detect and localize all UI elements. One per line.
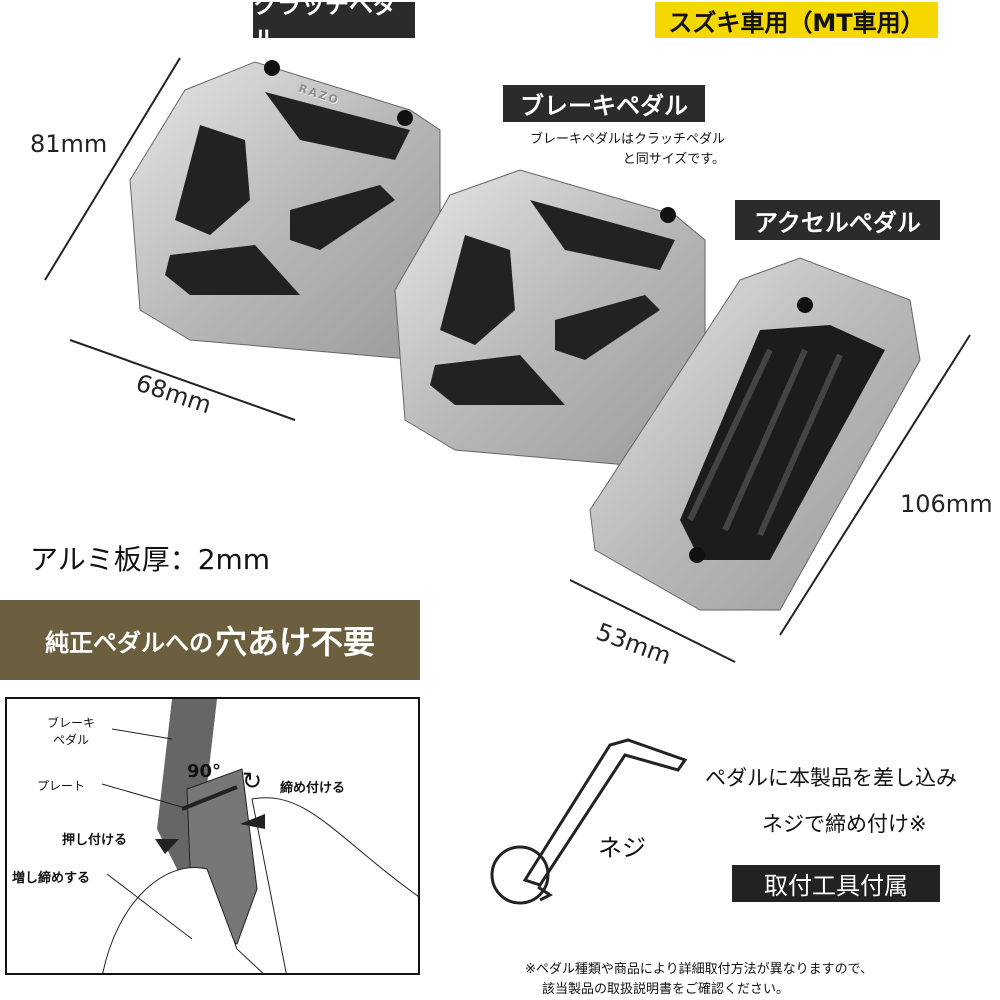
footnote-line: 該当製品の取扱説明書をご確認ください。 xyxy=(542,982,790,997)
tighten-callout: 締め付ける xyxy=(280,781,346,796)
accel-label: アクセルペダル xyxy=(735,200,940,240)
accel-height: 106mm xyxy=(900,490,993,518)
clutch-pedal-image xyxy=(129,60,441,361)
vehicle-badge: スズキ車用（MT車用） xyxy=(655,2,938,38)
install-line-1: ペダルに本製品を差し込み xyxy=(705,766,957,790)
brake-pedal-image xyxy=(394,169,706,471)
pedal-clamp-illustration xyxy=(101,699,418,973)
rotate-icon: ↻ xyxy=(242,767,263,795)
install-line-2: ネジで締め付け※ xyxy=(762,812,927,836)
retighten-callout: 増し締めする xyxy=(12,871,91,886)
angle-label: 90° xyxy=(187,761,222,782)
brake-note: ブレーキペダルはクラッチペダル と同サイズです。 xyxy=(500,130,725,170)
brake-pedal-callout: ブレーキ ペダル xyxy=(47,716,96,747)
accelerator-pedal-image xyxy=(589,257,921,611)
banner-emphasis: 穴あけ不要 xyxy=(214,623,375,661)
clutch-height: 81mm xyxy=(30,130,108,158)
banner-text: 純正ペダルへの xyxy=(44,628,213,657)
footnote-line: ※ペダル種類や商品により詳細取付方法が異なりますので、 xyxy=(525,962,874,977)
screw-label: ネジ xyxy=(598,834,646,862)
plate-callout: プレート xyxy=(37,779,86,793)
thickness-text: アルミ板厚：2mm xyxy=(30,543,271,576)
brake-note-line: ブレーキペダルはクラッチペダル xyxy=(529,132,725,147)
installation-diagram: ブレーキ ペダル 90° プレート ↻ 締め付ける 押し付ける 増し締めする xyxy=(5,697,420,975)
no-drilling-banner: 純正ペダルへの 穴あけ不要 xyxy=(0,600,420,680)
dimension-arrows xyxy=(44,57,971,663)
brake-note-line: と同サイズです。 xyxy=(622,152,725,167)
hex-key-icon xyxy=(490,738,688,905)
clutch-label: クラッチペダル xyxy=(253,0,415,54)
tool-included-badge: 取付工具付属 xyxy=(732,865,940,902)
footnote: ※ペダル種類や商品により詳細取付方法が異なりますので、 該当製品の取扱説明書をご… xyxy=(525,960,873,1000)
brake-label: ブレーキペダル xyxy=(503,85,705,122)
press-callout: 押し付ける xyxy=(62,833,128,848)
